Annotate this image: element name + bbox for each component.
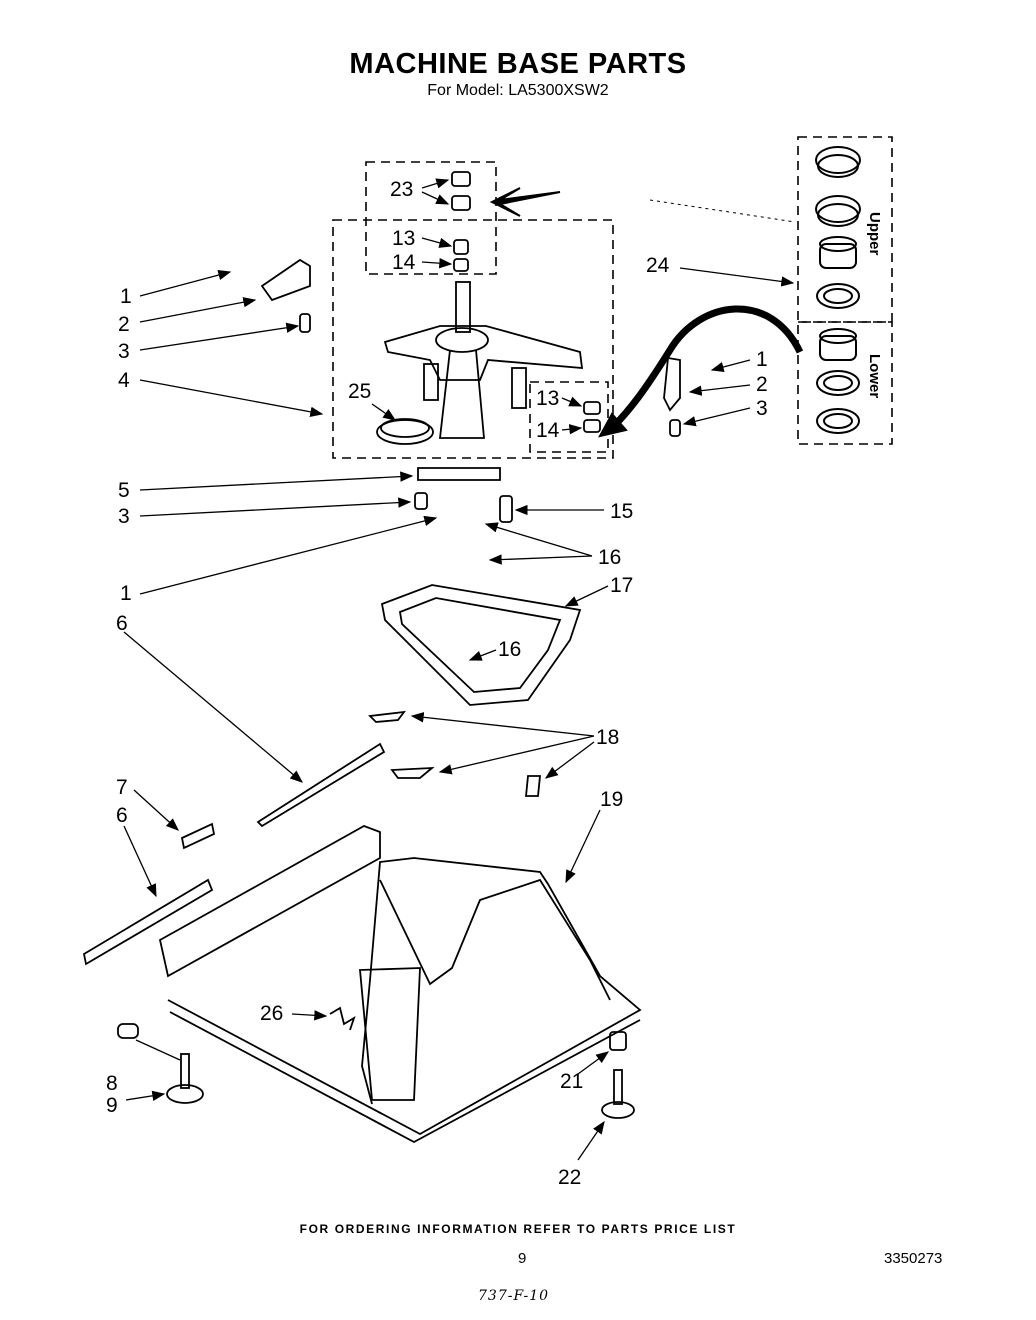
callout-23: 23 — [390, 178, 413, 201]
callout-14b: 14 — [536, 419, 560, 442]
handwritten-note: 737-F-10 — [478, 1288, 550, 1304]
callout-4: 4 — [118, 369, 130, 392]
callout-18: 18 — [596, 726, 619, 749]
callout-3b: 3 — [756, 397, 768, 420]
callout-6a: 6 — [116, 612, 128, 635]
inset-upper-label: Upper — [866, 212, 883, 256]
callout-labels: 1 2 3 4 23 13 14 25 24 1 2 3 13 14 5 3 1… — [106, 178, 768, 1189]
callout-5: 5 — [118, 479, 130, 502]
callout-15: 15 — [610, 500, 633, 523]
callout-9: 9 — [106, 1094, 118, 1117]
part-drawings — [82, 171, 681, 1144]
document-number: 3350273 — [884, 1250, 943, 1267]
box-upper-bushings — [365, 161, 497, 275]
dashed-group-boxes — [332, 136, 893, 459]
callout-6b: 6 — [116, 804, 128, 827]
callout-3a: 3 — [118, 340, 130, 363]
bearing-inset-parts — [815, 146, 861, 434]
callout-16a: 16 — [598, 546, 621, 569]
callout-19: 19 — [600, 788, 623, 811]
callout-22: 22 — [558, 1166, 581, 1189]
arrow-upper-bushings-icon — [489, 187, 561, 217]
callout-14a: 14 — [392, 251, 416, 274]
leader-lines — [123, 178, 795, 1161]
callout-21: 21 — [560, 1070, 583, 1093]
page-title: MACHINE BASE PARTS — [349, 48, 687, 80]
model-subtitle: For Model: LA5300XSW2 — [427, 82, 609, 99]
page-number: 9 — [518, 1250, 527, 1267]
inset-lower-label: Lower — [866, 354, 883, 398]
callout-13a: 13 — [392, 227, 415, 250]
box-lower-bushings — [529, 381, 609, 453]
pointer-arrows — [489, 187, 804, 438]
callout-1a: 1 — [120, 285, 132, 308]
callout-7: 7 — [116, 776, 128, 799]
callout-8: 8 — [106, 1072, 118, 1095]
callout-2a: 2 — [118, 313, 130, 336]
arrow-lower-bushings-icon — [609, 305, 804, 431]
callout-17: 17 — [610, 574, 633, 597]
callout-2b: 2 — [756, 373, 768, 396]
callout-3c: 3 — [118, 505, 130, 528]
box-inset-upper — [797, 136, 893, 323]
callout-25: 25 — [348, 380, 371, 403]
callout-16b: 16 — [498, 638, 521, 661]
ordering-info: FOR ORDERING INFORMATION REFER TO PARTS … — [299, 1222, 737, 1236]
callout-1b: 1 — [756, 348, 768, 371]
callout-13b: 13 — [536, 387, 559, 410]
box-transmission — [332, 219, 614, 459]
callout-24: 24 — [646, 254, 670, 277]
callout-1c: 1 — [120, 582, 132, 605]
callout-26: 26 — [260, 1002, 283, 1025]
box-inset-lower — [797, 321, 893, 445]
